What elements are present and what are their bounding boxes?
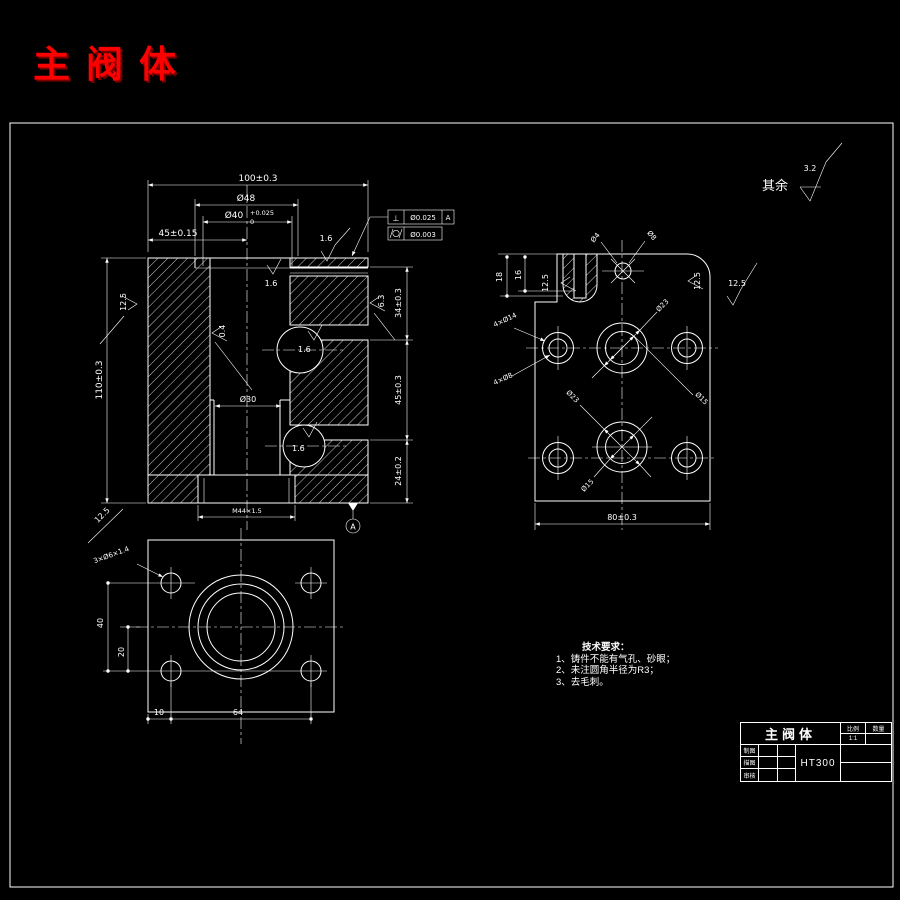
label-d15-lower: Ø15 <box>580 478 596 494</box>
dim-40: 40 <box>96 618 105 628</box>
surface-note-value: 3.2 <box>804 164 817 173</box>
finish-bore-top: 1.6 <box>265 279 278 288</box>
finish-side: 12.5 <box>728 279 746 288</box>
dim-thread: M44×1.5 <box>232 507 262 515</box>
scale-value: 1:1 <box>841 734 866 745</box>
qty-value <box>866 734 891 745</box>
label-d4: Ø4 <box>589 231 602 244</box>
label-d8: Ø8 <box>645 229 658 242</box>
label-d23-lower: Ø23 <box>564 389 580 405</box>
dim-45: 45±0.15 <box>158 229 197 239</box>
row-label-draw: 制图 <box>741 745 759 757</box>
qty-label: 数量 <box>866 723 891 734</box>
fcf-cylindricity: Ø0.003 <box>387 226 443 241</box>
finish-slot: 12.5 <box>541 274 550 292</box>
finish-port-upper: 1.6 <box>298 345 311 354</box>
title-block: 主阀体 比例 数量 1:1 制图 描图 审核 HT300 <box>740 722 892 782</box>
dim-24: 24±0.2 <box>394 456 403 486</box>
empty-cell <box>759 769 778 781</box>
technical-requirements: 技术要求： 1、铸件不能有气孔、砂眼； 2、未注圆角半径为R3； 3、去毛刺。 <box>556 642 675 688</box>
roughness-icon <box>726 288 742 306</box>
face-view: Ø4 Ø8 18 <box>492 229 758 530</box>
label-d15-upper: Ø15 <box>693 391 709 407</box>
dim-18: 18 <box>495 272 504 282</box>
dim-d40: Ø40 <box>225 210 244 221</box>
title-block-part-name: 主阀体 <box>741 723 841 745</box>
roughness-icon <box>560 276 577 292</box>
page-title: 主阀体 <box>33 42 192 86</box>
roughness-icon <box>302 421 318 438</box>
dim-width-80: 80±0.3 <box>607 513 637 522</box>
roughness-icon <box>266 258 282 275</box>
finish-top-face: 1.6 <box>320 234 333 243</box>
empty-cell <box>778 745 796 757</box>
row-label-check: 审核 <box>741 769 759 781</box>
finish-right-side: 6.3 <box>377 295 386 308</box>
fcf-perp-symbol: ⊥ <box>393 214 400 223</box>
dim-16: 16 <box>514 270 523 280</box>
finish-bottom: 12.5 <box>93 506 112 525</box>
roughness-icon <box>307 324 323 341</box>
fcf-perp-datum: A <box>446 214 451 222</box>
empty-cell <box>759 757 778 769</box>
label-corner-outer: 4×Ø14 <box>492 311 518 329</box>
finish-corner: 12.5 <box>693 272 702 290</box>
sheet-border <box>9 122 894 888</box>
empty-cell <box>778 757 796 769</box>
dim-total-height: 110±0.3 <box>95 360 105 399</box>
roughness-icon <box>211 326 228 342</box>
roughness-icon <box>687 274 704 290</box>
roughness-icon <box>369 296 386 312</box>
empty-cell <box>841 763 891 781</box>
roughness-icon <box>121 295 138 311</box>
tech-req-item: 3、去毛刺。 <box>556 676 609 688</box>
empty-cell <box>778 769 796 781</box>
label-d23-upper: Ø23 <box>655 298 671 314</box>
finish-bore-side: 0.4 <box>218 325 227 338</box>
tech-req-item: 2、未注圆角半径为R3； <box>556 665 659 676</box>
tech-req-item: 1、铸件不能有气孔、砂眼； <box>556 653 676 665</box>
label-flange-holes: 3×Ø6×1.4 <box>92 545 130 565</box>
surface-note: 其余 3.2 <box>762 142 843 202</box>
dim-34: 34±0.3 <box>394 288 403 318</box>
roughness-icon <box>799 161 827 202</box>
finish-left: 12.5 <box>119 293 128 311</box>
empty-cell <box>841 745 891 763</box>
dim-64: 64 <box>233 708 243 717</box>
dim-10: 10 <box>154 708 164 717</box>
tech-req-title: 技术要求： <box>582 642 630 653</box>
material-cell: HT300 <box>796 745 841 781</box>
datum-letter: A <box>350 523 356 532</box>
row-label-trace: 描图 <box>741 757 759 769</box>
datum-flag: A <box>345 503 361 534</box>
dim-d40-tol-upper: +0.025 <box>250 209 274 217</box>
fcf-cyl-value: Ø0.003 <box>410 231 436 239</box>
label-corner-inner: 4×Ø8 <box>492 371 514 387</box>
dim-d48: Ø48 <box>237 193 256 204</box>
empty-cell <box>759 745 778 757</box>
dim-20: 20 <box>117 647 126 657</box>
dim-d30: Ø30 <box>240 394 256 404</box>
surface-note-prefix: 其余 <box>762 178 788 194</box>
dim-45r: 45±0.3 <box>394 375 403 405</box>
flange-view: 40 20 10 64 3×Ø6×1.4 <box>92 528 346 744</box>
cylindricity-icon <box>392 230 400 238</box>
dim-total-width: 100±0.3 <box>238 174 277 184</box>
dim-d40-tol-lower: 0 <box>250 218 254 226</box>
section-view: 100±0.3 Ø48 Ø40 +0.025 0 45±0.15 ⊥ Ø0.02… <box>87 174 455 544</box>
scale-label: 比例 <box>841 723 866 734</box>
fcf-perpendicularity: ⊥ Ø0.025 A <box>387 209 455 225</box>
roughness-icon <box>320 244 336 262</box>
fcf-perp-value: Ø0.025 <box>410 214 436 222</box>
finish-port-lower: 1.6 <box>292 444 305 453</box>
